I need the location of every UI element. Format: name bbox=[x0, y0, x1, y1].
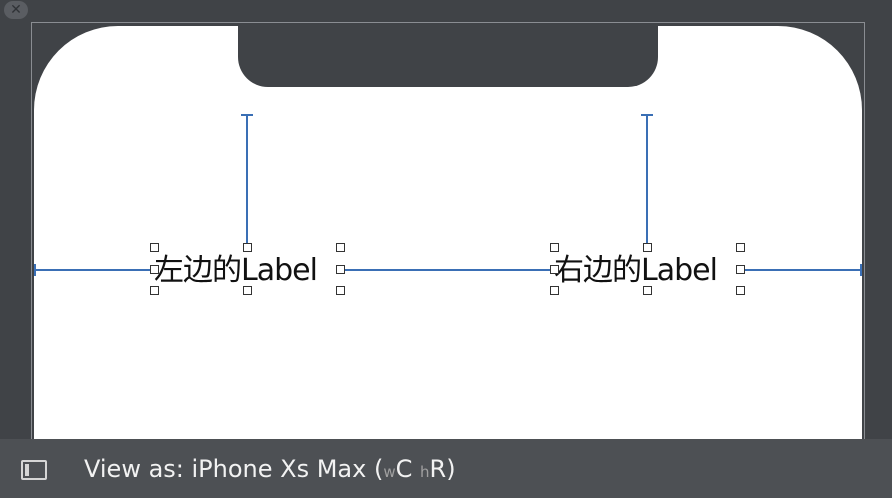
resize-handle[interactable] bbox=[150, 286, 159, 295]
resize-handle[interactable] bbox=[736, 243, 745, 252]
resize-handle[interactable] bbox=[336, 243, 345, 252]
device-notch bbox=[238, 25, 658, 87]
resize-handle[interactable] bbox=[336, 286, 345, 295]
resize-handle[interactable] bbox=[550, 265, 559, 274]
height-class: R bbox=[429, 455, 447, 483]
resize-handle[interactable] bbox=[150, 243, 159, 252]
resize-handle[interactable] bbox=[550, 243, 559, 252]
resize-handle[interactable] bbox=[150, 265, 159, 274]
resize-handle[interactable] bbox=[243, 286, 252, 295]
resize-handle[interactable] bbox=[736, 265, 745, 274]
view-as-prefix: View as: iPhone Xs Max ( bbox=[84, 455, 384, 483]
right-label[interactable]: 右边的Label bbox=[554, 253, 718, 288]
resize-handle[interactable] bbox=[643, 243, 652, 252]
device-screen bbox=[34, 26, 862, 486]
width-class-prefix: w bbox=[383, 463, 396, 481]
width-class: C bbox=[395, 455, 413, 483]
resize-handle[interactable] bbox=[736, 286, 745, 295]
resize-handle[interactable] bbox=[243, 243, 252, 252]
height-class-prefix: h bbox=[420, 463, 430, 481]
view-as-button[interactable]: View as: iPhone Xs Max (wC hR) bbox=[84, 453, 456, 485]
sidebar-toggle-icon[interactable] bbox=[21, 460, 47, 480]
resize-handle[interactable] bbox=[643, 286, 652, 295]
close-icon[interactable]: ✕ bbox=[4, 1, 28, 19]
resize-handle[interactable] bbox=[550, 286, 559, 295]
view-as-suffix: ) bbox=[446, 455, 456, 483]
device-config-bar: View as: iPhone Xs Max (wC hR) bbox=[0, 439, 892, 498]
resize-handle[interactable] bbox=[336, 265, 345, 274]
left-label[interactable]: 左边的Label bbox=[154, 253, 318, 288]
